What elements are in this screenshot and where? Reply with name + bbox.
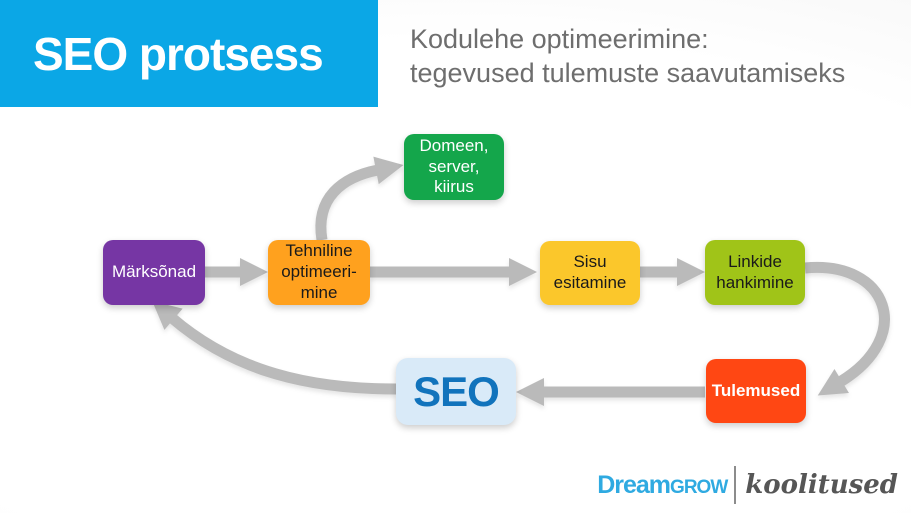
node-seo: SEO: [396, 358, 516, 425]
edge-seo-marksonad: [152, 301, 397, 395]
slide-title: SEO protsess: [33, 27, 324, 80]
slide-subtitle: Kodulehe optimeerimine: tegevused tulemu…: [410, 24, 846, 88]
edge-linkide-tulemused: [804, 261, 890, 396]
brand-text-dream: Dream: [597, 470, 671, 499]
logo-divider: [734, 466, 737, 504]
brand-text-grow: GROW: [670, 476, 728, 498]
node-tehniline-optimeerimine: Tehniline optimeeri- mine: [268, 240, 370, 305]
brand-koolitused: koolitused: [745, 470, 898, 500]
node-tulemused: Tulemused: [706, 359, 806, 423]
node-domeen-server-kiirus: Domeen, server, kiirus: [404, 134, 504, 200]
node-linkide-hankimine: Linkide hankimine: [705, 240, 805, 305]
node-marksonad: Märksõnad: [103, 240, 205, 305]
node-sisu-esitamine: Sisu esitamine: [540, 241, 640, 305]
edge-tehniline-domeen: [315, 156, 404, 241]
title-banner: SEO protsess: [0, 0, 378, 107]
